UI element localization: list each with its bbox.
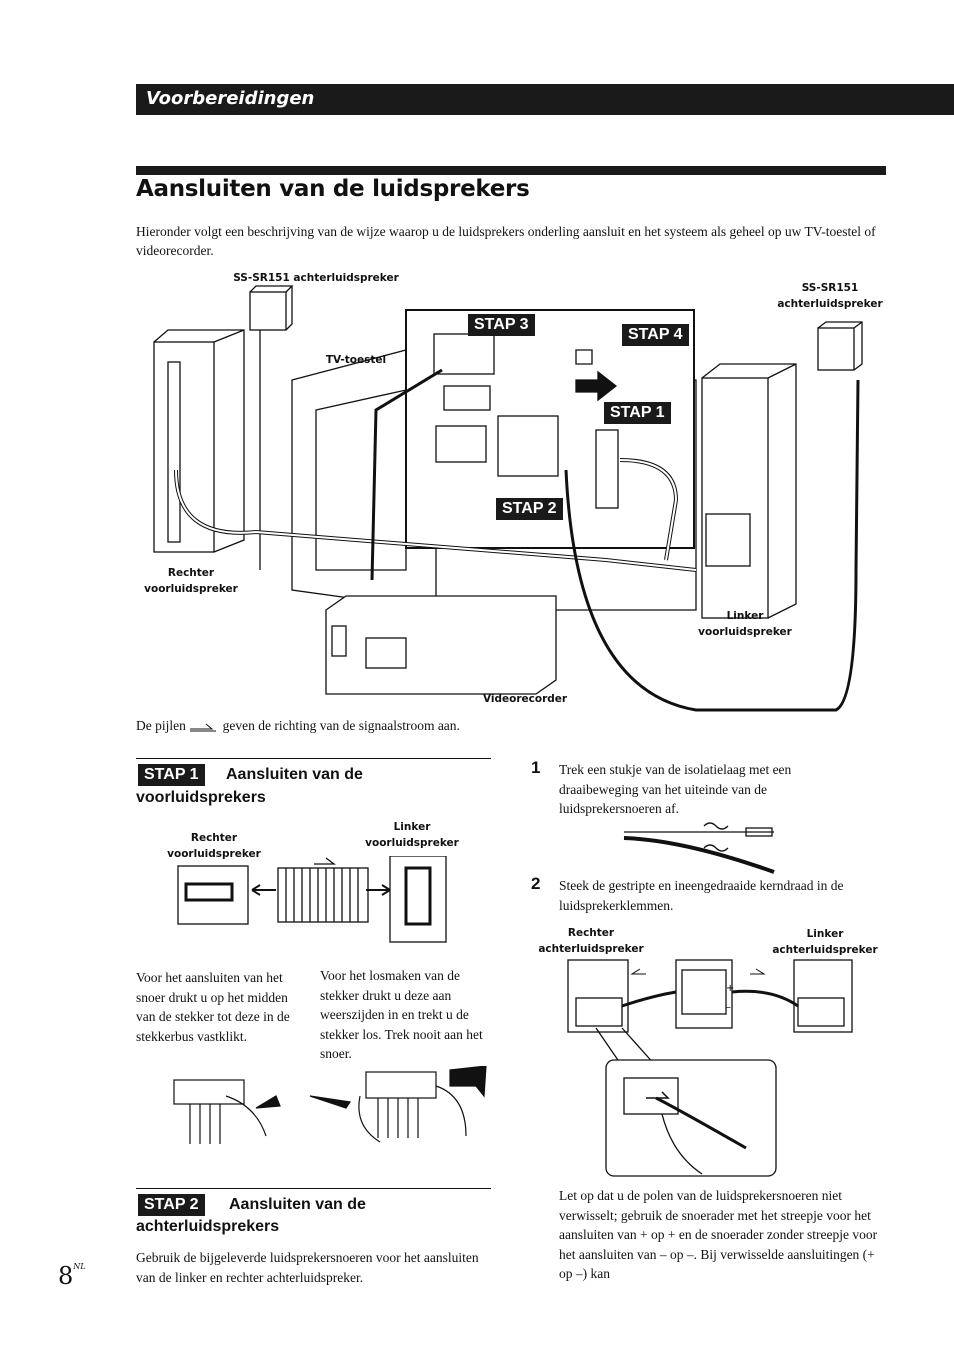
arrow-note-before: De pijlen (136, 718, 186, 733)
step-1-text: Trek een stukje van de isolatielaag met … (559, 762, 792, 816)
tv-label: TV-toestel (325, 354, 387, 366)
page-number-value: 8 (58, 1262, 74, 1290)
front-left-speaker (701, 377, 769, 619)
main-step1-tag: STAP 1 (604, 402, 671, 424)
polarity-text: Let op dat u de polen van de luidspreker… (559, 1188, 878, 1281)
step-1-number: 1 (531, 758, 541, 777)
front-right-speaker (153, 341, 215, 553)
signal-arrow (575, 370, 618, 402)
stap1-title-2: voorluidsprekers (136, 789, 266, 806)
rear-right-speaker-label-2: achterluidspreker (777, 298, 883, 310)
stap1-right-label-2: voorluidspreker (167, 848, 261, 860)
stap1-tag: STAP 1 (138, 764, 205, 786)
main-step3-tag: STAP 3 (468, 314, 535, 336)
stap1-rule (136, 758, 491, 759)
rear-left-speaker (249, 291, 287, 331)
stap1-right-label-1: Rechter (190, 832, 238, 844)
section-title: Voorbereidingen (146, 88, 315, 109)
front-left-label-2: voorluidspreker (698, 626, 792, 638)
rear-diagram-left-label-1: Linker (806, 928, 844, 940)
main-step4-tag: STAP 4 (622, 324, 689, 346)
section-header-bar (136, 84, 954, 115)
stap2-text: Gebruik de bijgeleverde luidsprekersnoer… (136, 1250, 479, 1285)
stap1-left-label-1: Linker (393, 821, 431, 833)
stap2-title-2: achterluidsprekers (136, 1218, 280, 1235)
stap2-tag: STAP 2 (138, 1194, 205, 1216)
stap1-disconnect-text: Voor het losmaken van de stekker drukt u… (320, 968, 483, 1061)
rear-right-speaker-label-1: SS-SR151 (801, 282, 859, 294)
rear-diagram-right-label-1: Rechter (567, 927, 615, 939)
page-number: 8NL (58, 1262, 86, 1290)
rear-speaker-wiring-diagram: + – (567, 959, 853, 1177)
page-title: Aansluiten van de luidsprekers (136, 176, 530, 202)
page-number-suffix: NL (73, 1262, 86, 1271)
title-rule (136, 166, 886, 175)
rear-right-speaker (817, 327, 855, 371)
intro-paragraph: Hieronder volgt een beschrijving van de … (136, 224, 876, 258)
rear-diagram-right-label-2: achterluidspreker (538, 943, 644, 955)
stap2-title-1: Aansluiten van de (229, 1196, 366, 1213)
plus-sign: + (726, 983, 734, 994)
vcr-body (325, 595, 557, 695)
front-right-label-1: Rechter (167, 567, 215, 579)
rear-diagram-left-label-2: achterluidspreker (772, 944, 878, 956)
stap1-hand-illustrations (173, 1066, 487, 1144)
flow-arrow-icon (190, 723, 217, 732)
arrow-note-after: geven de richting van de signaalstroom a… (222, 718, 460, 733)
step-2-text: Steek de gestripte en ineengedraaide ker… (559, 878, 844, 913)
rear-left-speaker-label: SS-SR151 achterluidspreker (233, 272, 399, 284)
main-step2-tag: STAP 2 (496, 498, 563, 520)
stap1-connector-diagram (177, 856, 447, 943)
front-left-label-1: Linker (726, 610, 764, 622)
stap1-title-1: Aansluiten van de (226, 766, 363, 783)
step-2-number: 2 (531, 874, 541, 893)
minus-sign: – (726, 1002, 731, 1013)
stap2-rule (136, 1188, 491, 1189)
vcr-label: Videorecorder (482, 693, 568, 705)
stap1-left-label-2: voorluidspreker (365, 837, 459, 849)
front-right-label-2: voorluidspreker (144, 583, 238, 595)
wire-strip-illustration (623, 822, 775, 874)
arrow-note: De pijlen geven de richting van de signa… (136, 718, 460, 734)
stap1-connect-text: Voor het aansluiten van het snoer drukt … (136, 970, 290, 1044)
